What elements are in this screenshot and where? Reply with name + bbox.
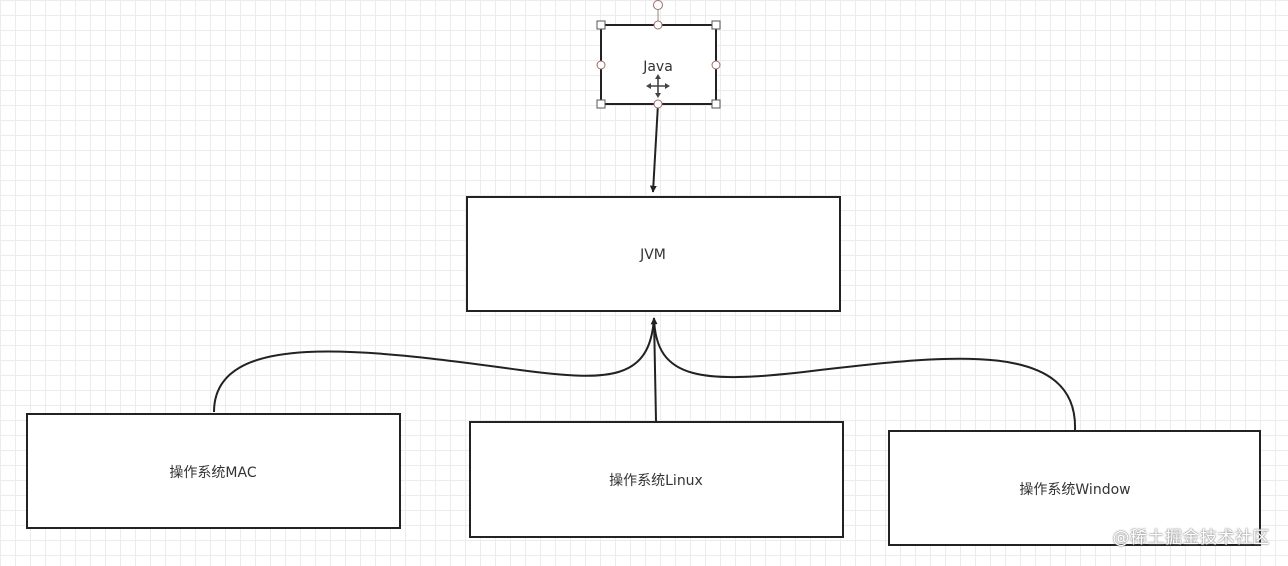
node-java[interactable]: Java [600, 24, 717, 105]
resize-handle-bottom[interactable] [653, 99, 663, 109]
selection-handles[interactable] [596, 0, 721, 109]
resize-handle-left[interactable] [596, 60, 606, 70]
node-os-mac-label: 操作系统MAC [169, 465, 256, 481]
edge-linux-to-jvm[interactable] [650, 317, 658, 422]
node-jvm-label: JVM [639, 247, 666, 263]
resize-handle-bottom-right[interactable] [711, 99, 721, 109]
node-os-window[interactable]: 操作系统Window [888, 430, 1261, 546]
resize-handle-right[interactable] [711, 60, 721, 70]
resize-handle-bottom-left[interactable] [596, 99, 606, 109]
node-java-label: Java [642, 59, 673, 75]
edge-java-to-jvm[interactable] [649, 103, 659, 193]
node-os-window-label: 操作系统Window [1019, 482, 1130, 498]
move-cursor-icon [646, 74, 670, 98]
node-os-linux[interactable]: 操作系统Linux [469, 421, 844, 538]
rotate-handle[interactable] [653, 0, 663, 10]
watermark-text: @稀土掘金技术社区 [1112, 528, 1270, 548]
node-os-linux-label: 操作系统Linux [609, 473, 703, 489]
edge-mac-to-jvm[interactable] [213, 317, 655, 413]
resize-handle-top-left[interactable] [596, 20, 606, 30]
edge-window-to-jvm[interactable] [653, 317, 1077, 431]
resize-handle-top-right[interactable] [711, 20, 721, 30]
node-os-mac[interactable]: 操作系统MAC [26, 413, 401, 529]
resize-handle-top[interactable] [653, 20, 663, 30]
node-jvm[interactable]: JVM [466, 196, 841, 312]
